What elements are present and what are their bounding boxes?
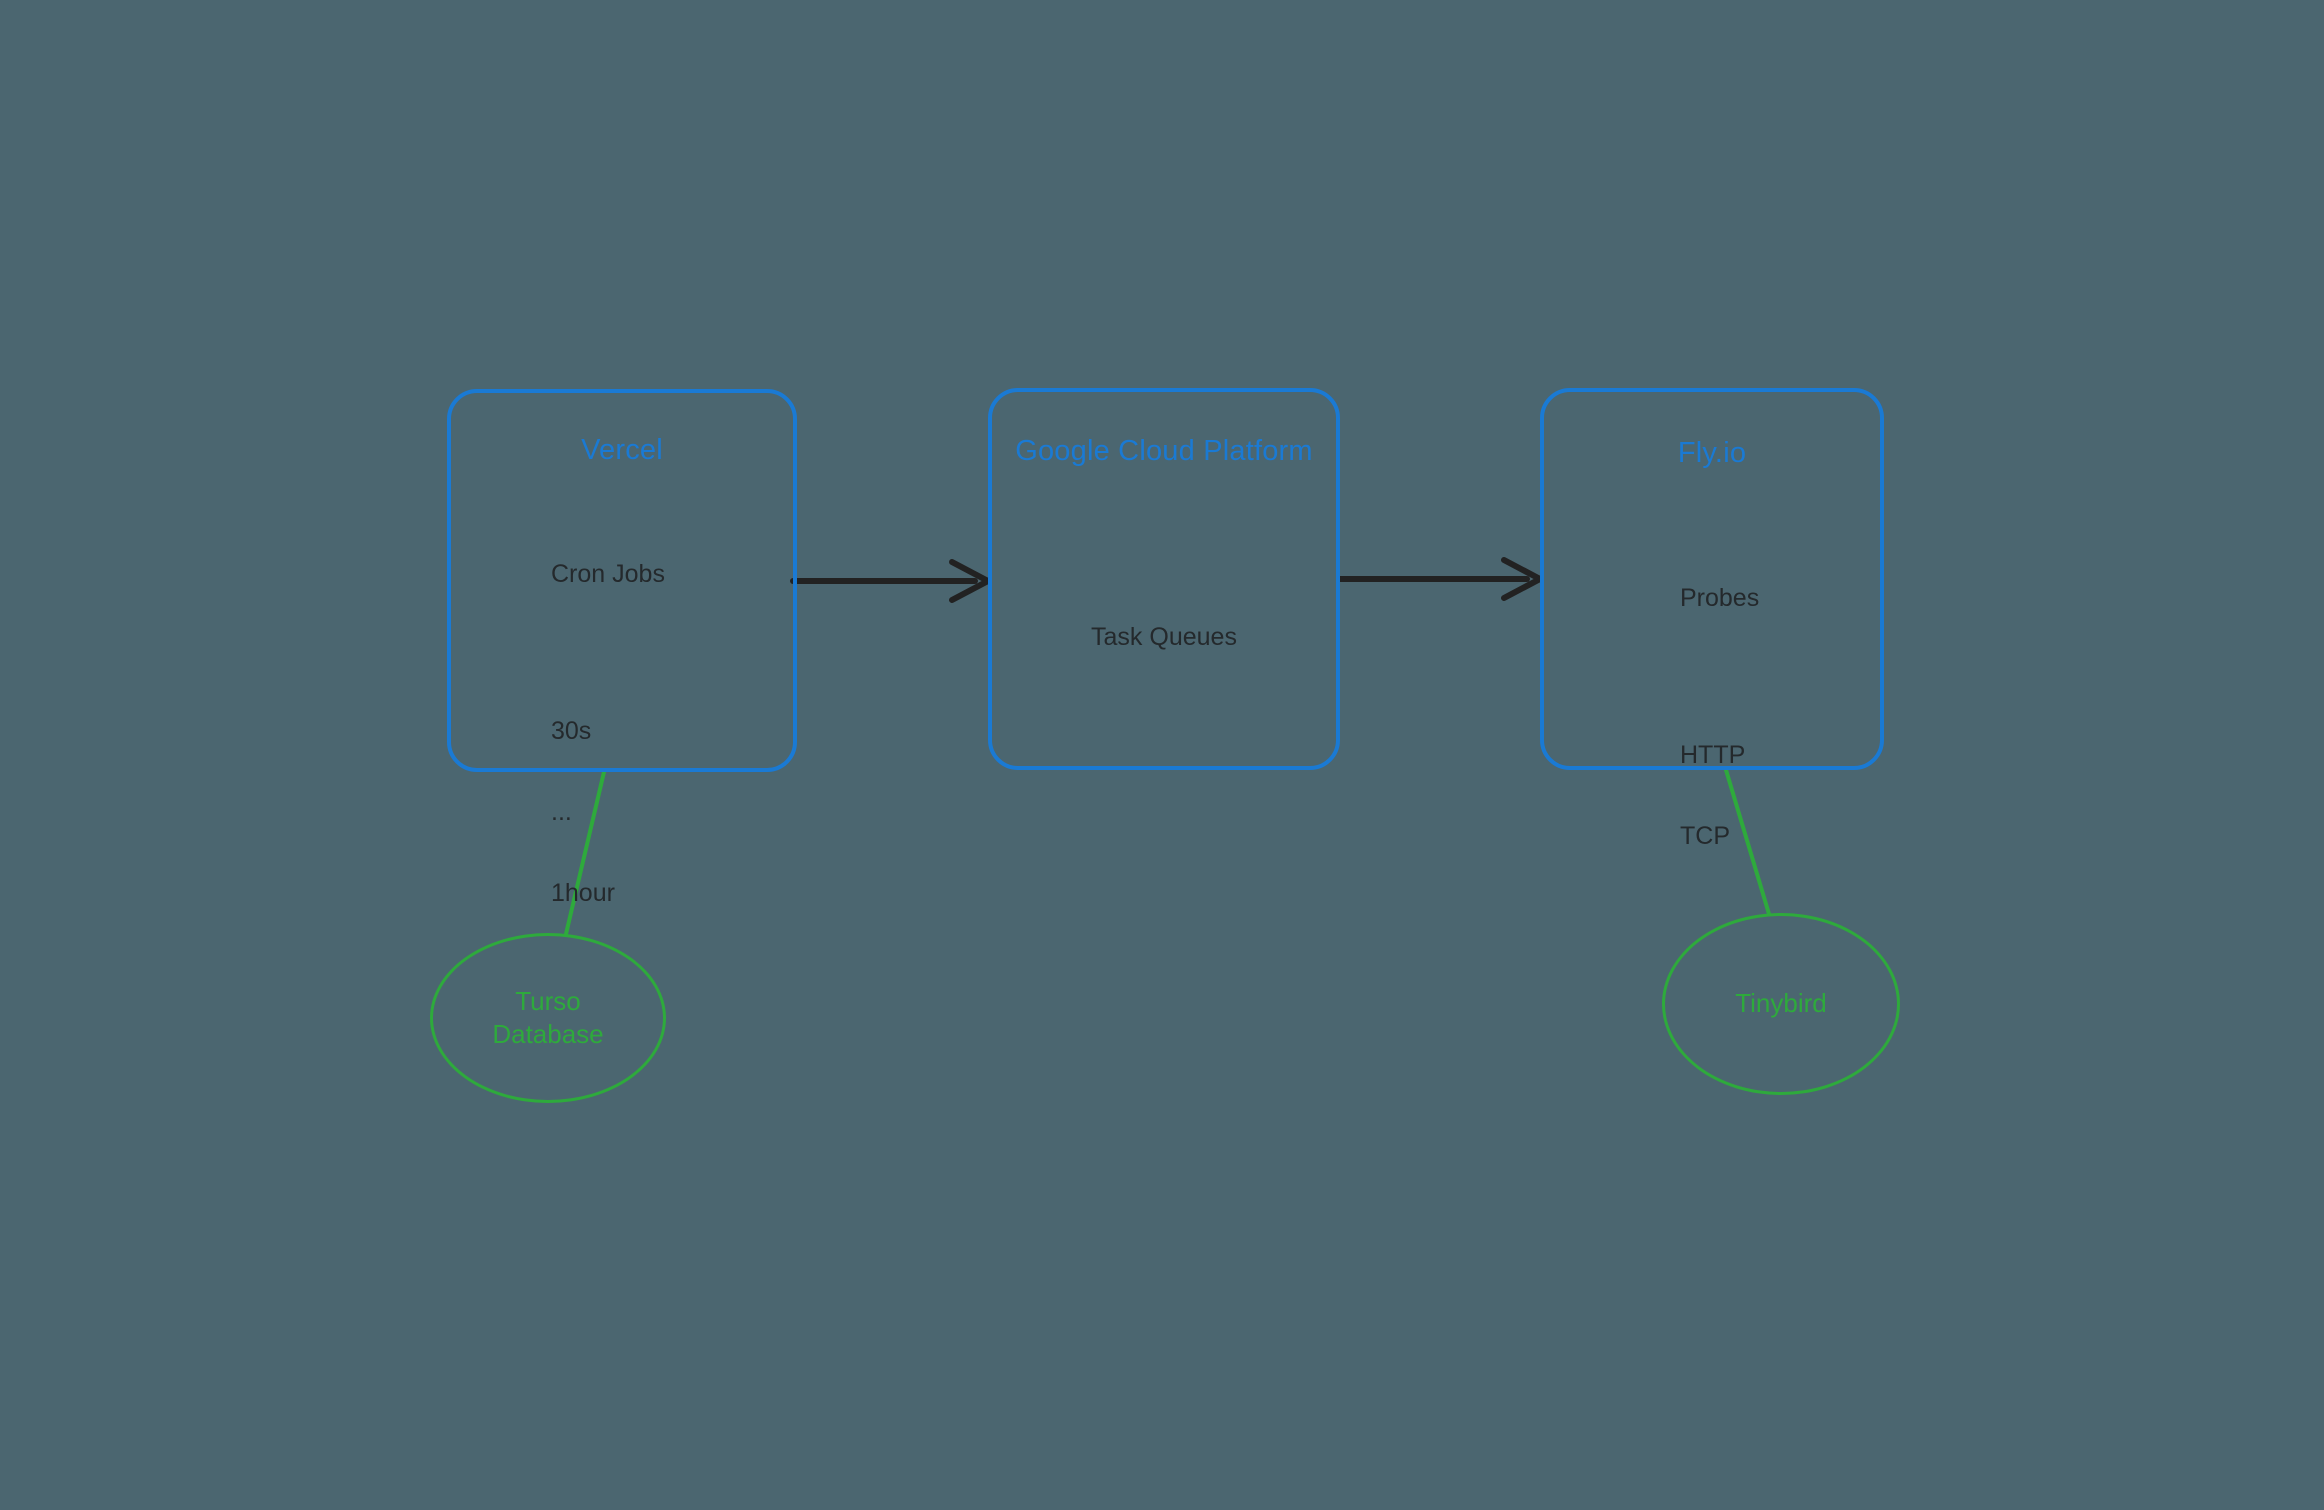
- node-vercel-line-0: Cron Jobs: [551, 560, 665, 588]
- store-tinybird-label: Tinybird: [1735, 988, 1827, 1019]
- node-gcp-body: Task Queues: [992, 572, 1336, 703]
- node-flyio-title: Fly.io: [1677, 437, 1747, 469]
- node-vercel-body: Cron Jobs 30s ... 1hour: [551, 509, 665, 959]
- store-tinybird[interactable]: Tinybird: [1662, 913, 1900, 1095]
- node-vercel-title: Vercel: [581, 434, 663, 466]
- store-turso[interactable]: Turso Database: [430, 933, 666, 1103]
- node-gcp[interactable]: Google Cloud Platform Task Queues: [988, 388, 1340, 770]
- edge-gcp-to-flyio: [1337, 557, 1543, 601]
- node-gcp-title: Google Cloud Platform: [1015, 435, 1313, 467]
- node-vercel-spacer: [551, 640, 665, 666]
- node-vercel[interactable]: Vercel Cron Jobs 30s ... 1hour: [447, 389, 797, 906]
- node-flyio-line-2: HTTP: [1680, 741, 1746, 769]
- node-flyio-body: Probes HTTP TCP: [1680, 533, 1759, 902]
- node-vercel-line-2: 30s: [551, 717, 592, 745]
- node-gcp-line-0: Task Queues: [1091, 623, 1237, 651]
- store-turso-label: Turso Database: [492, 985, 604, 1049]
- node-vercel-line-3: ...: [551, 798, 572, 826]
- node-vercel-line-4: 1hour: [551, 879, 615, 907]
- edge-vercel-to-gcp: [790, 559, 991, 603]
- node-flyio-line-3: TCP: [1680, 822, 1730, 850]
- node-flyio-spacer: [1680, 664, 1759, 690]
- node-flyio-line-0: Probes: [1680, 584, 1760, 612]
- node-flyio[interactable]: Fly.io Probes HTTP TCP: [1540, 388, 1884, 849]
